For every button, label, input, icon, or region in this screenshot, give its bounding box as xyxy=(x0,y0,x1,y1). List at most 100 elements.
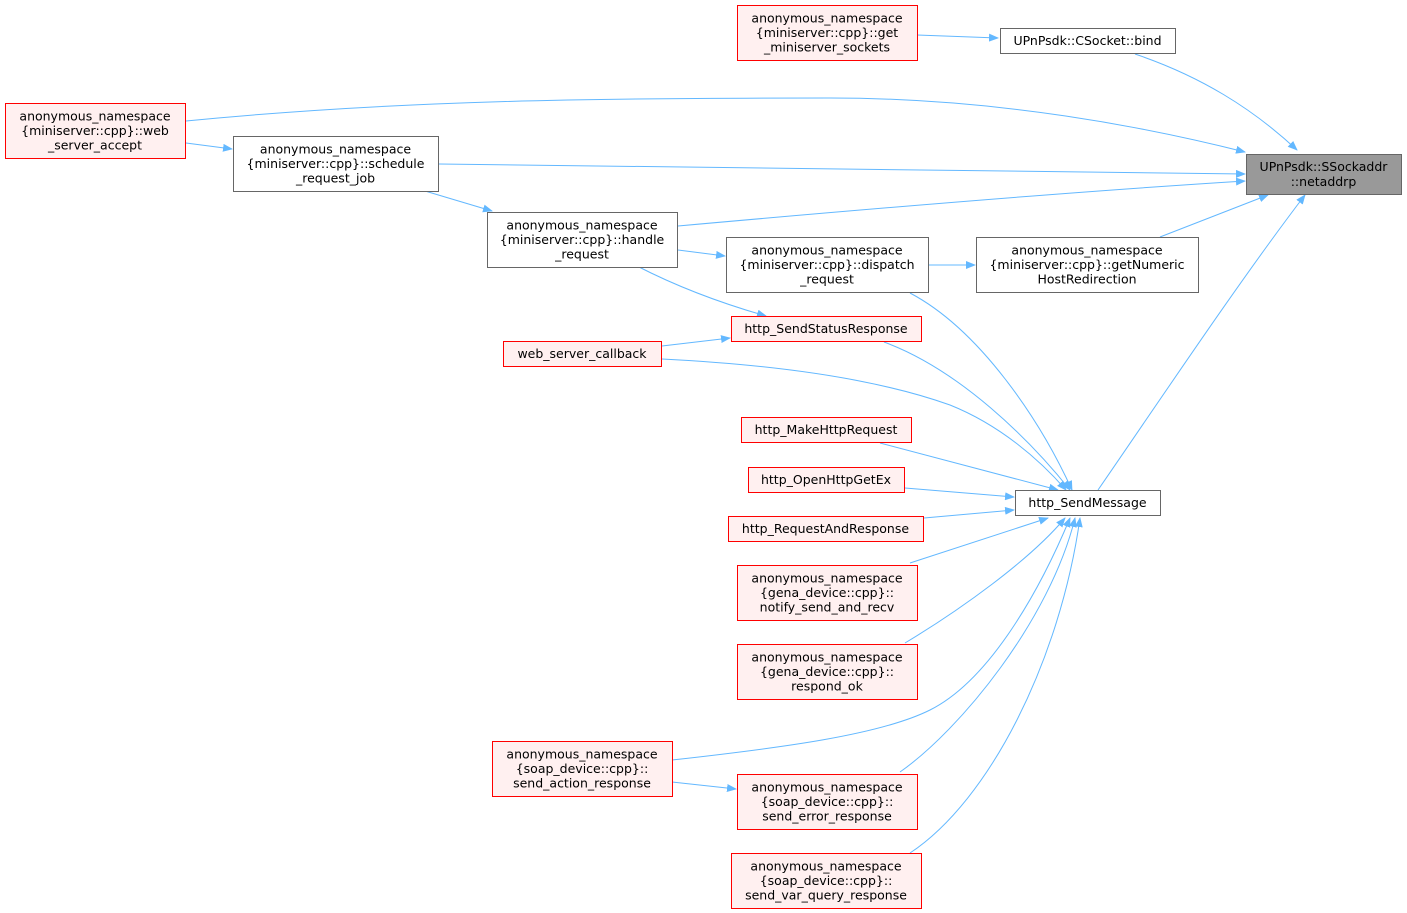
edge-send-var-query-response-to-http-sendmessage xyxy=(909,517,1083,854)
edge-http-sendmessage-to-netaddrp xyxy=(1097,194,1306,491)
node-box xyxy=(731,853,922,909)
node-label-line: http_MakeHttpRequest xyxy=(755,422,898,437)
node-http-requestandresponse[interactable]: http_RequestAndResponse xyxy=(728,516,924,542)
node-label-line: ::netaddrp xyxy=(1291,174,1357,189)
node-label-line: http_SendMessage xyxy=(1028,495,1146,510)
node-handle-request[interactable]: anonymous_namespace{miniserver::cpp}::ha… xyxy=(487,212,678,268)
node-send-error-response[interactable]: anonymous_namespace{soap_device::cpp}::s… xyxy=(737,774,918,830)
node-label-line: _request xyxy=(799,272,854,287)
edge-handle-request-to-dispatch-request xyxy=(677,249,726,259)
node-http-openhttpgetex[interactable]: http_OpenHttpGetEx xyxy=(748,467,905,493)
edge-send-action-response-to-send-error-response xyxy=(671,781,737,792)
node-label-line: {miniserver::cpp}::handle xyxy=(500,232,665,247)
node-label-line: {gena_device::cpp}:: xyxy=(760,664,894,679)
node-label-line: {miniserver::cpp}::schedule xyxy=(247,156,425,171)
node-box xyxy=(748,467,905,493)
node-label-line: anonymous_namespace xyxy=(260,141,411,156)
node-box xyxy=(487,212,678,268)
node-label-line: HostRedirection xyxy=(1037,272,1136,287)
node-box xyxy=(737,774,918,830)
node-label-line: anonymous_namespace xyxy=(19,108,170,123)
node-label-line: {soap_device::cpp}:: xyxy=(761,794,894,809)
node-csocket-bind[interactable]: UPnPsdk::CSocket::bind xyxy=(1000,28,1176,54)
node-box xyxy=(1015,490,1161,516)
node-box xyxy=(492,741,673,797)
edge-web-server-accept-to-schedule-request-job xyxy=(185,142,233,152)
edge-http-openhttpgetex-to-http-sendmessage xyxy=(904,487,1015,501)
node-label-line: _request_job xyxy=(295,171,375,186)
node-notify-send-and-recv[interactable]: anonymous_namespace{gena_device::cpp}::n… xyxy=(737,565,918,621)
node-label-line: web_server_callback xyxy=(517,346,647,361)
edge-schedule-request-job-to-netaddrp xyxy=(438,163,1246,178)
node-label-line: {miniserver::cpp}::get xyxy=(756,25,899,40)
node-netaddrp[interactable]: UPnPsdk::SSockaddr::netaddrp xyxy=(1246,154,1402,195)
node-dispatch-request[interactable]: anonymous_namespace{miniserver::cpp}::di… xyxy=(726,237,929,293)
node-label-line: UPnPsdk::SSockaddr xyxy=(1260,159,1389,174)
node-send-var-query-response[interactable]: anonymous_namespace{soap_device::cpp}::s… xyxy=(731,853,922,909)
edge-http-requestandresponse-to-http-sendmessage xyxy=(923,506,1015,519)
node-label-line: anonymous_namespace xyxy=(506,217,657,232)
edge-respond-ok-to-http-sendmessage xyxy=(904,517,1066,644)
node-label-line: anonymous_namespace xyxy=(751,779,902,794)
node-label-line: anonymous_namespace xyxy=(751,242,902,257)
node-http-sendmessage[interactable]: http_SendMessage xyxy=(1015,490,1161,516)
edge-web-server-callback-to-http-sendstatusresponse xyxy=(661,335,731,347)
node-label-line: http_SendStatusResponse xyxy=(744,321,908,336)
node-send-action-response[interactable]: anonymous_namespace{soap_device::cpp}::s… xyxy=(492,741,673,797)
edge-handle-request-to-netaddrp xyxy=(677,177,1246,227)
node-box xyxy=(1000,28,1176,54)
node-respond-ok[interactable]: anonymous_namespace{gena_device::cpp}::r… xyxy=(737,644,918,700)
node-box xyxy=(1246,154,1402,195)
node-label-line: send_error_response xyxy=(762,809,892,824)
edge-notify-send-and-recv-to-http-sendmessage xyxy=(909,516,1049,564)
node-getnumerichostredirection[interactable]: anonymous_namespace{miniserver::cpp}::ge… xyxy=(976,237,1199,293)
node-label-line: {gena_device::cpp}:: xyxy=(760,585,894,600)
node-label-line: anonymous_namespace xyxy=(751,570,902,585)
node-http-makehttprequest[interactable]: http_MakeHttpRequest xyxy=(741,417,912,443)
node-box xyxy=(737,644,918,700)
node-label-line: anonymous_namespace xyxy=(1011,242,1162,257)
node-box xyxy=(503,341,662,367)
node-label-line: _request xyxy=(554,247,609,262)
node-label-line: UPnPsdk::CSocket::bind xyxy=(1013,33,1161,48)
node-web-server-callback[interactable]: web_server_callback xyxy=(503,341,662,367)
node-label-line: {soap_device::cpp}:: xyxy=(516,761,649,776)
node-label-line: http_RequestAndResponse xyxy=(742,521,909,536)
edge-dispatch-request-to-http-sendmessage xyxy=(909,292,1073,491)
node-label-line: respond_ok xyxy=(791,679,863,694)
node-label-line: http_OpenHttpGetEx xyxy=(761,472,891,487)
edge-http-makehttprequest-to-http-sendmessage xyxy=(879,442,1059,492)
node-label-line: {miniserver::cpp}::getNumeric xyxy=(989,257,1184,272)
node-box xyxy=(737,565,918,621)
edge-send-error-response-to-http-sendmessage xyxy=(899,517,1077,773)
node-label-line: {miniserver::cpp}::web xyxy=(21,123,169,138)
node-box xyxy=(737,5,918,61)
node-box xyxy=(726,237,929,293)
node-label-line: _miniserver_sockets xyxy=(763,40,890,55)
node-label-line: anonymous_namespace xyxy=(506,746,657,761)
edge-getnumerichostredirection-to-netaddrp xyxy=(1159,194,1269,238)
edge-web-server-callback-to-http-sendmessage xyxy=(661,358,1067,491)
node-box xyxy=(728,516,924,542)
node-label-line: send_action_response xyxy=(513,776,651,791)
node-label-line: send_var_query_response xyxy=(745,888,907,903)
node-label-line: {soap_device::cpp}:: xyxy=(760,873,893,888)
node-box xyxy=(233,136,439,192)
node-label-line: anonymous_namespace xyxy=(750,858,901,873)
node-get-miniserver-sockets[interactable]: anonymous_namespace{miniserver::cpp}::ge… xyxy=(737,5,918,61)
edge-handle-request-to-http-sendstatusresponse xyxy=(636,265,767,318)
node-http-sendstatusresponse[interactable]: http_SendStatusResponse xyxy=(731,316,922,342)
node-box xyxy=(741,417,912,443)
edge-get-miniserver-sockets-to-bind xyxy=(916,33,999,42)
node-label-line: anonymous_namespace xyxy=(751,10,902,25)
node-label-line: anonymous_namespace xyxy=(751,649,902,664)
node-label-line: notify_send_and_recv xyxy=(760,600,895,615)
node-web-server-accept[interactable]: anonymous_namespace{miniserver::cpp}::we… xyxy=(5,103,186,159)
node-schedule-request-job[interactable]: anonymous_namespace{miniserver::cpp}::sc… xyxy=(233,136,439,192)
node-box xyxy=(731,316,922,342)
node-label-line: {miniserver::cpp}::dispatch xyxy=(739,257,914,272)
node-box xyxy=(5,103,186,159)
edge-schedule-request-job-to-handle-request xyxy=(424,190,493,213)
node-box xyxy=(976,237,1199,293)
